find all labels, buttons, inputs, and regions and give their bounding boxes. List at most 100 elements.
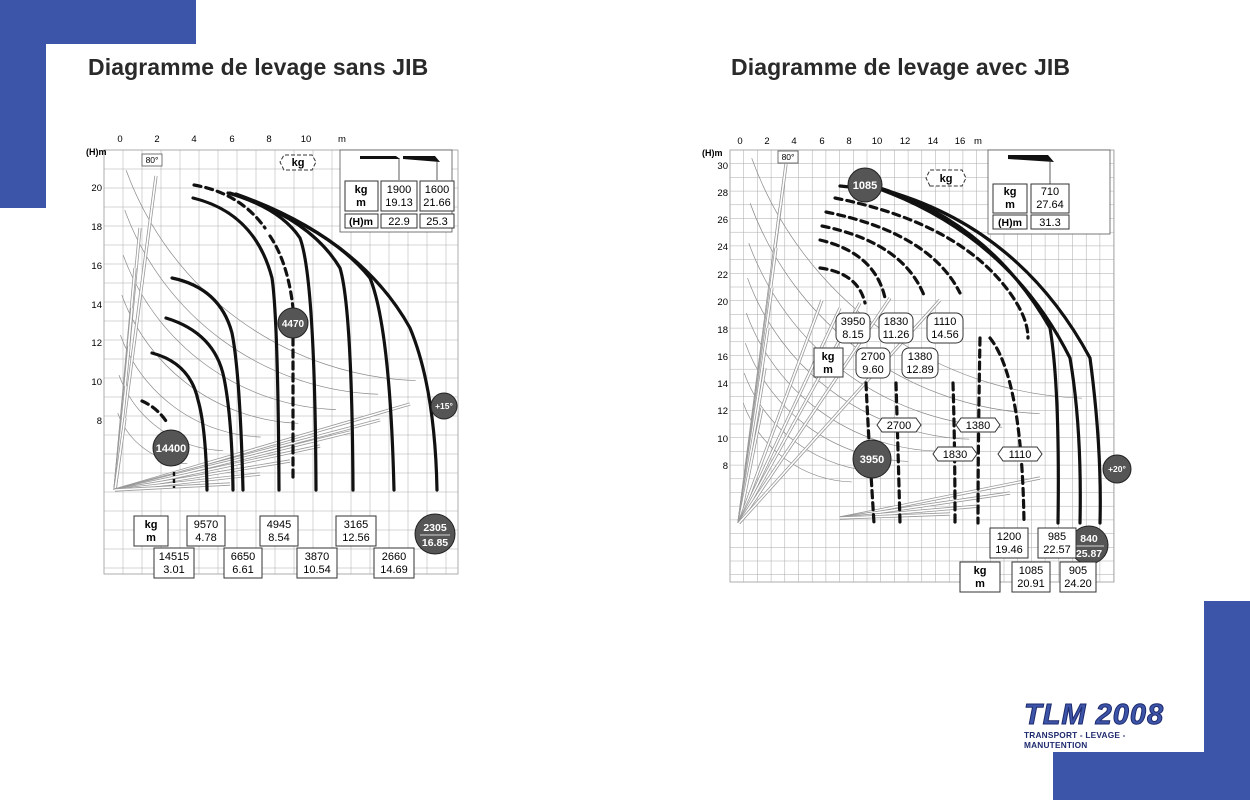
y-tick: 24 — [717, 242, 728, 253]
bottom-kg-m-label: kg m — [959, 561, 1001, 593]
legend-kg-1: 710 — [1041, 186, 1059, 198]
reach-arcs — [742, 158, 1083, 483]
load-curve-dashed — [988, 336, 1026, 525]
y-tick: 8 — [97, 416, 102, 427]
load-curve-dashed — [268, 234, 295, 310]
legend-table: kg m 1900 19.13 1600 21.66 (H)m 22.9 25.… — [339, 149, 455, 233]
svg-text:kg: kg — [974, 565, 987, 577]
svg-text:8.54: 8.54 — [268, 532, 289, 544]
legend-hm-1: 31.3 — [1039, 217, 1060, 229]
svg-text:kg: kg — [145, 519, 158, 531]
reach-arc — [125, 170, 416, 381]
x-tick: 8 — [846, 136, 851, 147]
load-curves — [140, 183, 439, 492]
boom-line-inner — [114, 417, 126, 491]
legend-m-1: 27.64 — [1036, 199, 1064, 211]
x-tick: 0 — [117, 134, 122, 145]
svg-text:24.20: 24.20 — [1064, 578, 1092, 590]
marker-840: 840 25.87 — [1069, 525, 1109, 565]
y-axis-label: (H)m — [86, 147, 107, 157]
svg-text:8.15: 8.15 — [842, 329, 863, 341]
svg-text:905: 905 — [1069, 565, 1087, 577]
logo-wordmark: TLM 2008 — [1024, 699, 1165, 731]
x-tick: 8 — [266, 134, 271, 145]
y-tick: 20 — [91, 183, 102, 194]
marker-angle-plus20: +20° — [1102, 454, 1132, 484]
tlm-logo: TLM 2008 TRANSPORT - LEVAGE - MANUTENTIO… — [1024, 699, 1184, 751]
decor-top-left-column — [0, 0, 46, 208]
legend-m-2: 21.66 — [423, 197, 451, 209]
load-curves — [818, 184, 1102, 525]
svg-text:+20°: +20° — [1108, 464, 1126, 474]
reach-arc — [746, 313, 937, 452]
x-tick: 4 — [191, 134, 196, 145]
load-curve-dashed — [820, 224, 927, 300]
boom-line-inner — [114, 483, 231, 491]
svg-text:1380: 1380 — [908, 351, 932, 363]
lifting-diagram-with-jib: (H)m m 0 2 4 6 8 10 12 14 16 30 28 26 24… — [702, 136, 1132, 593]
svg-text:2305: 2305 — [423, 522, 447, 534]
x-tick: 6 — [819, 136, 824, 147]
svg-text:1200: 1200 — [997, 531, 1021, 543]
x-tick: 12 — [900, 136, 911, 147]
legend-kg-2: 1600 — [425, 184, 449, 196]
angle-badge-80: 80° — [141, 153, 163, 167]
svg-text:3870: 3870 — [305, 551, 329, 563]
svg-text:2660: 2660 — [382, 551, 406, 563]
svg-text:10.54: 10.54 — [303, 564, 331, 576]
svg-text:12.89: 12.89 — [906, 364, 934, 376]
x-tick: 6 — [229, 134, 234, 145]
title-with-jib: Diagramme de levage avec JIB — [731, 54, 1071, 80]
x-tick: 0 — [737, 136, 742, 147]
logo-tagline: TRANSPORT - LEVAGE - MANUTENTION — [1024, 730, 1126, 750]
y-tick: 20 — [717, 297, 728, 308]
title-without-jib: Diagramme de levage sans JIB — [88, 54, 429, 80]
svg-text:m: m — [823, 364, 833, 376]
tag-1380: 1380 — [955, 417, 1001, 433]
marker-2305: 2305 16.85 — [414, 513, 456, 555]
y-tick: 18 — [91, 222, 102, 233]
marker-1085: 1085 — [847, 167, 883, 203]
svg-text:19.46: 19.46 — [995, 544, 1023, 556]
load-curve-dashed — [976, 336, 982, 525]
svg-text:1830: 1830 — [884, 316, 908, 328]
svg-text:14400: 14400 — [156, 443, 187, 455]
svg-text:(H)m: (H)m — [349, 216, 373, 228]
legend-m-1: 19.13 — [385, 197, 413, 209]
svg-text:m: m — [1005, 199, 1015, 211]
load-curve-dashed — [192, 183, 267, 230]
x-ticks: 0 2 4 6 8 10 12 14 16 — [737, 136, 965, 147]
y-ticks: 30 28 26 24 22 20 18 16 14 12 10 8 — [717, 161, 728, 472]
svg-text:840: 840 — [1080, 533, 1098, 545]
legend-table: kg m 710 27.64 (H)m 31.3 — [987, 149, 1111, 235]
x-tick: 14 — [928, 136, 939, 147]
load-curve-dashed — [824, 210, 962, 295]
boom-line-inner — [114, 460, 291, 491]
bottom-pair-905: 905 24.20 — [1059, 561, 1097, 593]
boom-line-inner — [839, 513, 951, 519]
svg-text:1110: 1110 — [1009, 449, 1032, 461]
marker-3950: 3950 — [852, 439, 892, 479]
legend-hm-2: 25.3 — [426, 216, 447, 228]
y-tick: 16 — [717, 352, 728, 363]
marker-14400: 14400 — [152, 429, 190, 467]
bottom-pair-4945: 4945 8.54 — [259, 515, 299, 547]
svg-text:14.69: 14.69 — [380, 564, 408, 576]
svg-text:6650: 6650 — [231, 551, 255, 563]
boom-line-inner — [738, 407, 763, 524]
x-tick: 10 — [301, 134, 312, 145]
unit-kg-badge: kg — [279, 154, 317, 171]
svg-text:4.78: 4.78 — [195, 532, 216, 544]
x-tick: 4 — [791, 136, 796, 147]
x-tick: 2 — [764, 136, 769, 147]
y-tick: 30 — [717, 161, 728, 172]
decor-bottom-right-bar — [1053, 752, 1250, 800]
bottom-pair-6650: 6650 6.61 — [223, 547, 263, 579]
y-tick: 14 — [717, 379, 728, 390]
bottom-pair-14515: 14515 3.01 — [153, 547, 195, 579]
svg-text:1830: 1830 — [943, 449, 967, 461]
tag-2700: 2700 — [876, 417, 922, 433]
x-axis-label: m — [974, 136, 982, 147]
svg-text:m: m — [975, 578, 985, 590]
boom-line-inner — [839, 492, 1011, 519]
